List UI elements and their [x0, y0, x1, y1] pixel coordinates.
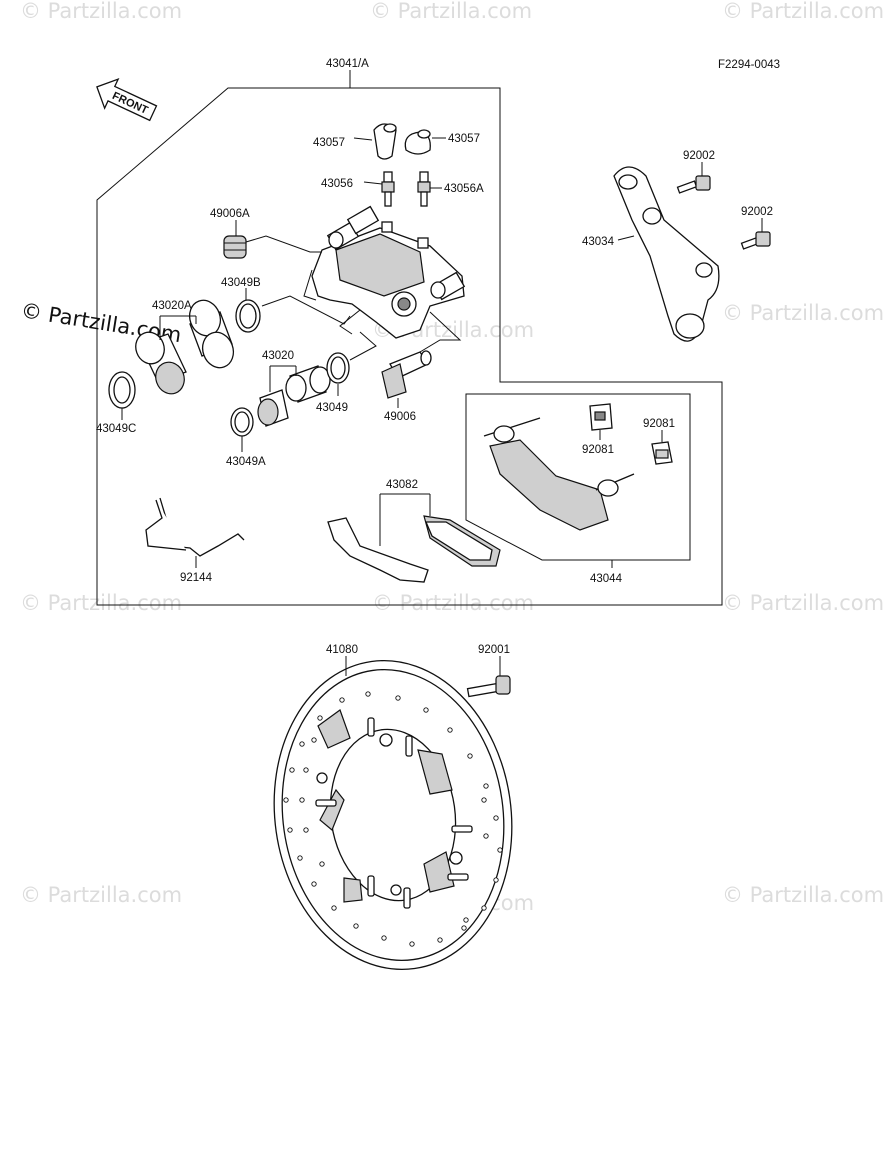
brake-pads-43082: [327, 515, 501, 583]
label-92002-top: 92002: [683, 150, 715, 162]
seal-43049a: [230, 407, 254, 437]
watermark: © Partzilla.com: [370, 0, 532, 23]
label-92081-left: 92081: [582, 444, 614, 456]
caliper-body: [311, 205, 466, 339]
label-92081-right: 92081: [643, 418, 675, 430]
watermark: © Partzilla.com: [722, 883, 884, 907]
watermark: © Partzilla.com: [722, 0, 884, 23]
label-92002-mid: 92002: [741, 206, 773, 218]
label-43082: 43082: [386, 479, 418, 491]
label-43057-right: 43057: [448, 133, 480, 145]
label-49006: 49006: [384, 411, 416, 423]
pin-49006: [381, 350, 432, 399]
watermark: © Partzilla.com: [372, 591, 534, 615]
spring-92144: [145, 497, 245, 557]
brake-disc-41080: [273, 659, 513, 971]
watermark: © Partzilla.com: [722, 591, 884, 615]
bleeder-valve-left: [381, 171, 395, 207]
label-43056: 43056: [321, 178, 353, 190]
seal-43049b: [235, 299, 261, 333]
bleeder-cap-left: [373, 123, 397, 160]
watermark: © Partzilla.com: [722, 301, 884, 325]
piston-43020: [257, 365, 331, 427]
label-43049c: 43049C: [96, 423, 136, 435]
caliper-bracket-43044: [483, 417, 635, 531]
front-arrow-icon: FRONT: [96, 78, 158, 122]
bleeder-valve-right: [417, 171, 431, 207]
label-41080: 41080: [326, 644, 358, 656]
figure-code: F2294-0043: [718, 59, 780, 71]
label-43034: 43034: [582, 236, 615, 248]
watermark: © Partzilla.com: [20, 591, 182, 615]
seal-43049c: [108, 371, 136, 409]
watermark: © Partzilla.com: [20, 883, 182, 907]
bolt-92002-mid: [740, 231, 771, 250]
label-43020a: 43020A: [152, 300, 192, 312]
boot-49006a: [223, 235, 247, 259]
label-92144: 92144: [180, 572, 213, 584]
label-43056a: 43056A: [444, 183, 484, 195]
caliper-assembly-outline: [96, 87, 723, 606]
torque-link-43034: [613, 166, 720, 342]
disc-bolt-92001: [466, 675, 511, 698]
label-43049: 43049: [316, 402, 348, 414]
label-43057-left: 43057: [313, 137, 345, 149]
bleeder-cap-right: [404, 129, 431, 155]
bolt-92002-top: [676, 175, 711, 194]
label-43049a: 43049A: [226, 456, 266, 468]
pad-clip-left: [589, 403, 613, 431]
piston-43020a: [135, 299, 235, 395]
label-43049b: 43049B: [221, 277, 261, 289]
label-49006a: 49006A: [210, 208, 250, 220]
seal-43049: [326, 352, 350, 384]
pad-clip-right: [651, 441, 673, 465]
label-92001: 92001: [478, 644, 510, 656]
watermark: © Partzilla.com: [20, 0, 182, 23]
bracket-subassembly-outline: [465, 393, 691, 561]
label-43020: 43020: [262, 350, 294, 362]
label-43044: 43044: [590, 573, 623, 585]
label-43041a: 43041/A: [326, 58, 369, 70]
